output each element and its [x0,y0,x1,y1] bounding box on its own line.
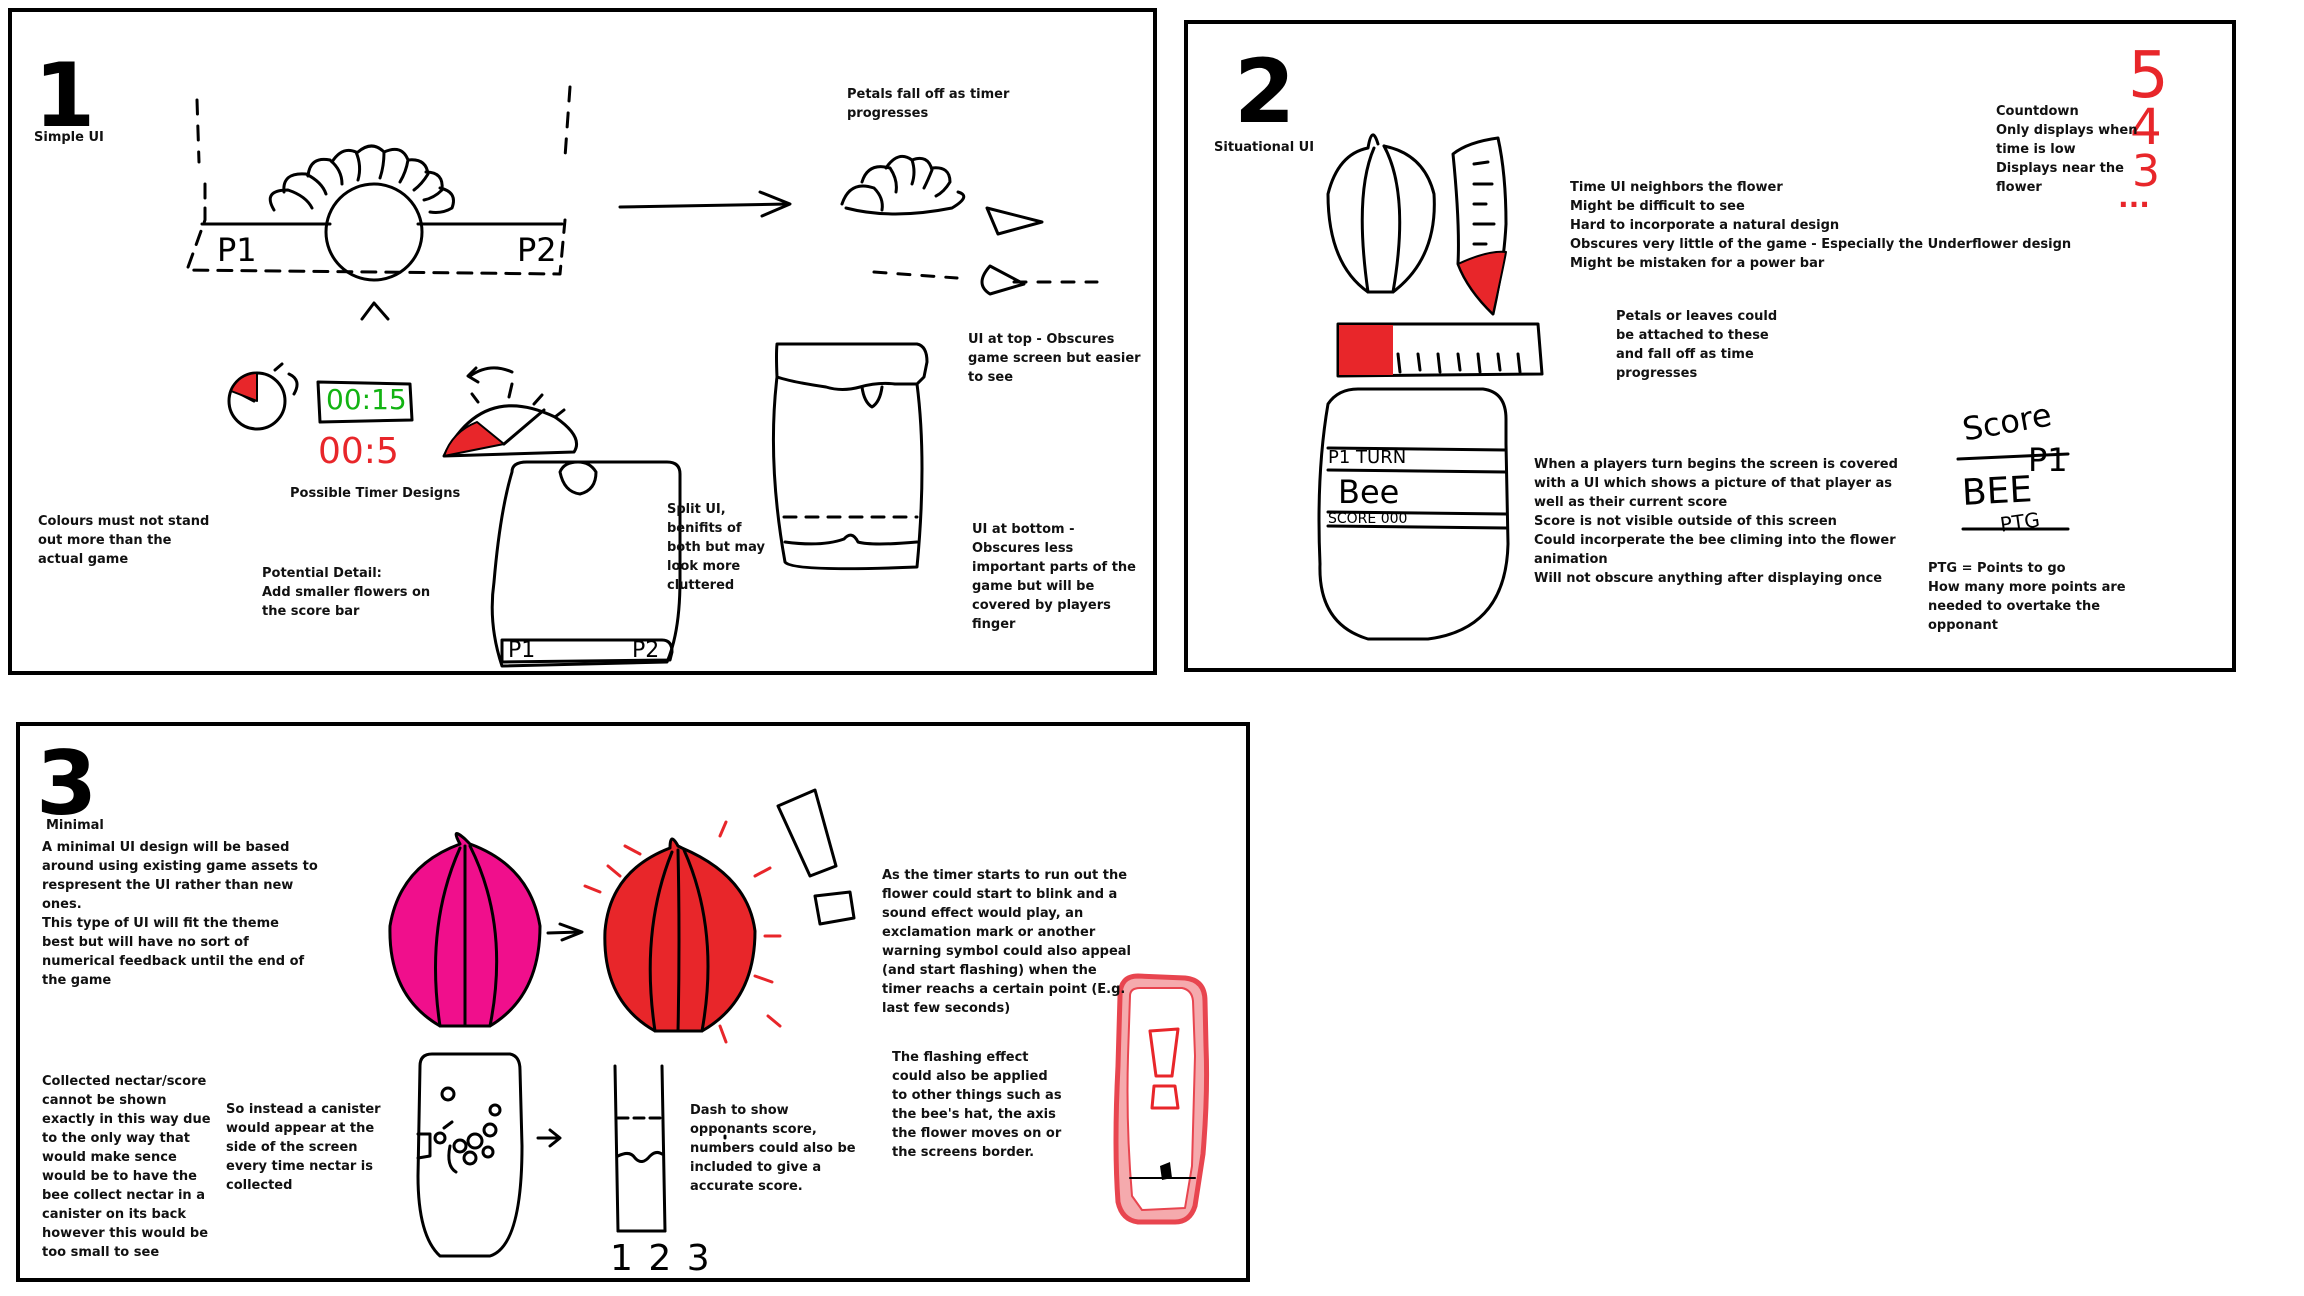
note-dash: Dash to show opponants score, numbers co… [690,1101,856,1196]
note-flashing: The flashing effect could also be applie… [892,1048,1062,1162]
note-ptg: PTG = Points to go How many more points … [1928,559,2126,635]
note-ui-bottom: UI at bottom - Obscures less important p… [972,520,1136,634]
panel-simple-ui: 1 Simple UI [8,8,1157,675]
digital-timer-green: 00:15 [326,386,407,414]
digital-timer-red: 00:5 [318,434,399,470]
note-petals-leaves: Petals or leaves could be attached to th… [1616,307,1777,383]
note-canister: So instead a canister would appear at th… [226,1100,381,1195]
score-sketch-bee: BEE [1961,472,2033,512]
tube-scale-numbers: 1 2 3 [610,1241,712,1277]
note-timer-blink: As the timer starts to run out the flowe… [882,866,1131,1018]
note-nectar: Collected nectar/score cannot be shown e… [42,1072,211,1262]
note-ui-top: UI at top - Obscures game screen but eas… [968,330,1141,387]
note-turn-screen: When a players turn begins the screen is… [1534,455,1898,588]
turn-screen-label: P1 TURN [1328,449,1406,467]
panel-minimal-ui: 3 Minimal [16,722,1250,1282]
phone-p2-label: P2 [632,640,659,662]
score-bar-p2-label: P2 [517,234,557,266]
note-colours: Colours must not stand out more than the… [38,512,209,569]
note-potential-detail: Potential Detail: Add smaller flowers on… [262,564,430,621]
turn-screen-score: SCORE 000 [1328,512,1407,526]
score-sketch-ptg: PTG [1999,509,2041,534]
note-petals-fall: Petals fall off as timer progresses [847,85,1009,123]
note-countdown: Countdown Only displays when time is low… [1996,102,2137,197]
turn-screen-bee: Bee [1338,476,1399,508]
score-sketch-player: P1 [2028,444,2068,476]
score-bar-p1-label: P1 [217,234,257,266]
phone-p1-label: P1 [508,640,535,662]
note-timer-designs: Possible Timer Designs [290,484,460,503]
panel-situational-ui: 2 Situational UI [1184,20,2236,672]
note-split-ui: Split UI, benifits of both but may look … [667,500,765,595]
note-minimal: A minimal UI design will be based around… [42,838,318,990]
